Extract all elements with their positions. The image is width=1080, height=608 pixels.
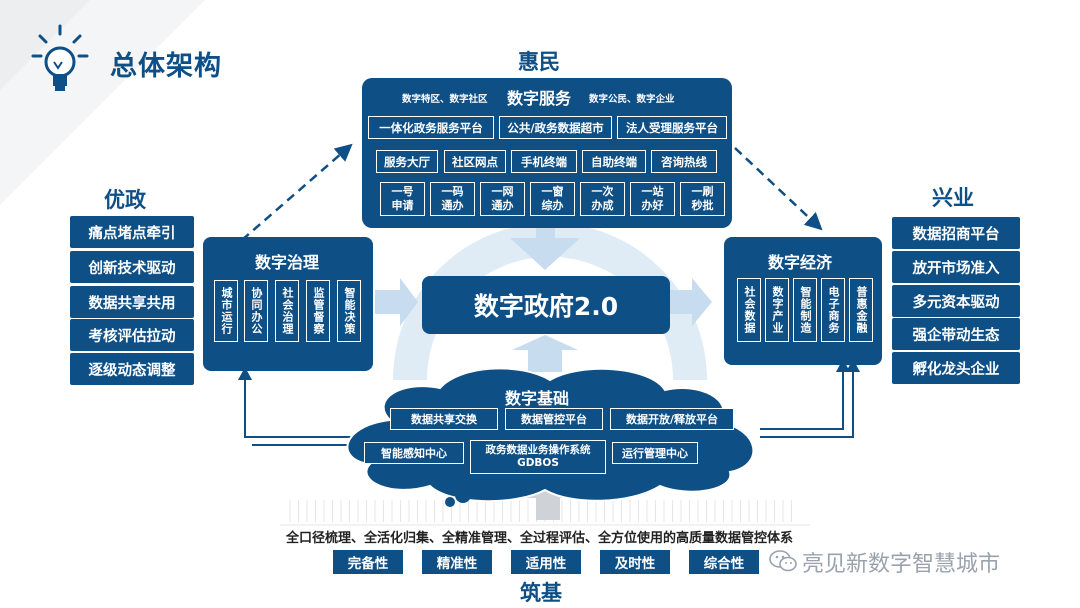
service-item: 一号 申请: [380, 182, 425, 216]
label-top: 惠民: [518, 50, 560, 74]
left-list-item: 痛点堵点牵引: [70, 216, 194, 248]
right-list-item: 放开市场准入: [892, 251, 1020, 283]
economy-title: 数字经济: [768, 253, 833, 272]
platform-gov-service: 一体化政务服务平台: [368, 116, 494, 139]
channel-hotline: 咨询热线: [651, 150, 717, 173]
foundation-title: 数字基础: [505, 389, 570, 408]
economy-item: 数字产业: [765, 278, 789, 342]
economy-item: 智能制造: [793, 278, 817, 342]
foundation-item: 数据管控平台: [505, 408, 603, 430]
governance-item: 城市运行: [214, 280, 238, 342]
governance-item: 监管督察: [306, 280, 330, 342]
foundation-item: 智能感知中心: [364, 442, 464, 464]
watermark-text: 亮见新数字智慧城市: [802, 552, 1001, 577]
channel-community: 社区网点: [444, 150, 506, 173]
digital-governance-panel: [203, 237, 373, 371]
right-list-item: 多元资本驱动: [892, 285, 1020, 317]
channel-service-hall: 服务大厅: [376, 150, 438, 173]
label-left: 优政: [104, 188, 146, 212]
lightbulb-icon: [30, 22, 90, 98]
label-bottom: 筑基: [520, 581, 562, 605]
service-right-note: 数字公民、数字企业: [589, 94, 675, 105]
service-item: 一次 办成: [580, 182, 625, 216]
governance-item: 协同办公: [244, 280, 268, 342]
attribute-timeliness: 及时性: [600, 550, 670, 574]
service-left-note: 数字特区、数字社区: [402, 94, 488, 105]
right-list-item: 孵化龙头企业: [892, 352, 1020, 384]
channel-mobile: 手机终端: [511, 150, 577, 173]
digital-economy-panel: [724, 237, 882, 365]
foundation-item: 数据共享交换: [390, 408, 498, 430]
economy-item: 社会数据: [737, 278, 761, 342]
service-item: 一刷 秒批: [680, 182, 725, 216]
wechat-icon: [768, 548, 798, 574]
platform-legal-entity: 法人受理服务平台: [617, 116, 727, 139]
service-item: 一码 通办: [430, 182, 475, 216]
service-title: 数字服务: [507, 89, 572, 108]
service-item: 一站 办好: [630, 182, 675, 216]
digital-government-center: 数字政府2.0: [422, 276, 670, 334]
attribute-comprehensiveness: 综合性: [689, 550, 759, 574]
attribute-applicability: 适用性: [511, 550, 581, 574]
service-item: 一网 通办: [480, 182, 525, 216]
page-title: 总体架构: [110, 51, 222, 82]
governance-item: 社会治理: [275, 280, 299, 342]
right-list-item: 数据招商平台: [892, 217, 1020, 249]
digital-service-panel: [362, 78, 732, 228]
right-list-item: 强企带动生态: [892, 318, 1020, 350]
label-right: 兴业: [932, 186, 974, 210]
governance-item: 智能决策: [337, 280, 361, 342]
platform-data-market: 公共/政务数据超市: [499, 116, 612, 139]
attribute-completeness: 完备性: [333, 550, 403, 574]
data-system-text: 全口径梳理、全活化归集、全精准管理、全过程评估、全方位使用的高质量数据管控体系: [286, 531, 794, 546]
left-list-item: 逐级动态调整: [70, 353, 194, 385]
economy-item: 电子商务: [821, 278, 845, 342]
channel-self-service: 自助终端: [582, 150, 646, 173]
economy-item: 普惠金融: [849, 278, 873, 342]
foundation-item: 政务数据业务操作系统 GDBOS: [470, 440, 606, 474]
foundation-item: 运行管理中心: [612, 442, 698, 464]
foundation-item: 数据开放/释放平台: [610, 408, 734, 430]
attribute-accuracy: 精准性: [422, 550, 492, 574]
left-list-item: 考核评估拉动: [70, 319, 194, 351]
left-list-item: 创新技术驱动: [70, 251, 194, 283]
foundation-cloud: [346, 367, 755, 507]
governance-title: 数字治理: [255, 253, 320, 272]
service-item: 一窗 综办: [530, 182, 575, 216]
left-list-item: 数据共享共用: [70, 286, 194, 318]
